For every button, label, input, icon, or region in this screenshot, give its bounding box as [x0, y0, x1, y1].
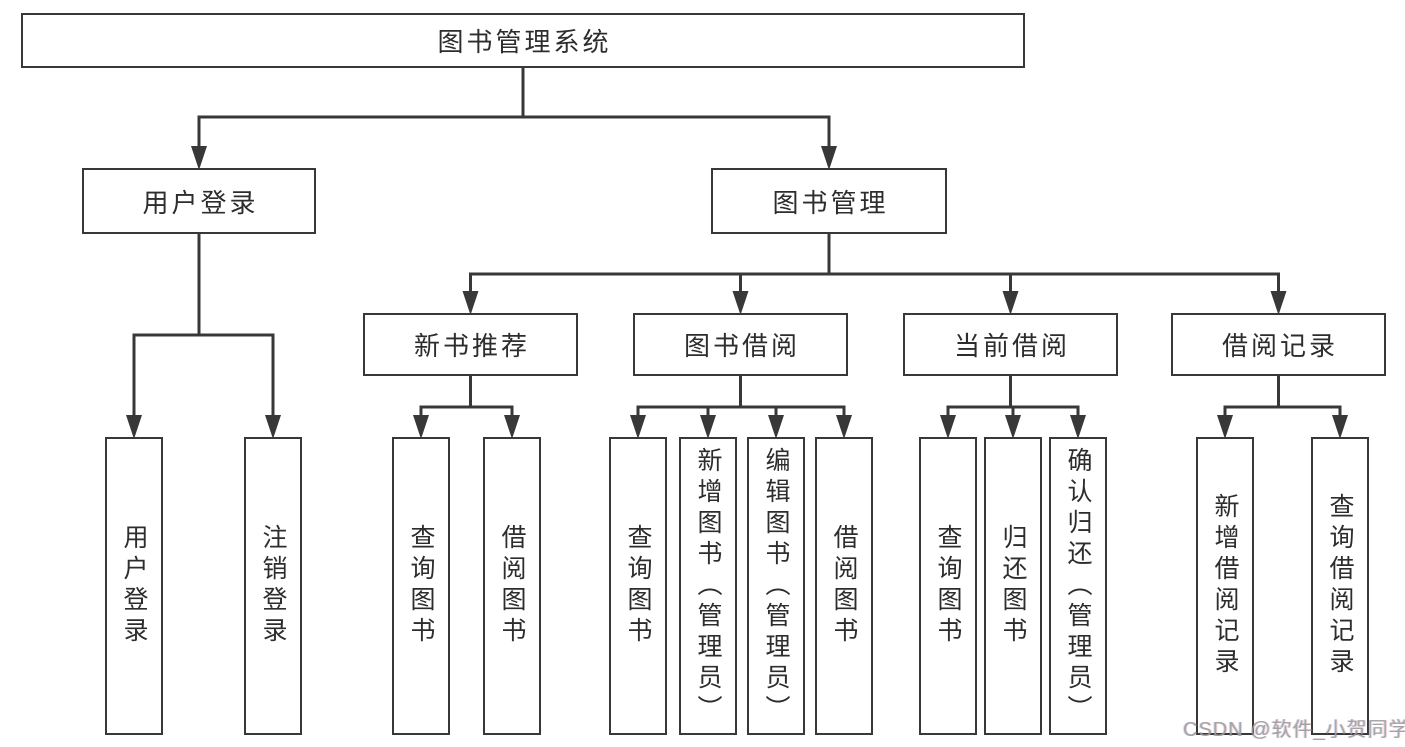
arrow-icon	[821, 146, 837, 170]
connector-root-to-level2	[197, 66, 831, 152]
connector-borrowing-to-leaves	[636, 374, 846, 422]
arrow-icon	[1070, 415, 1086, 439]
node-leaf-current-query-books: 查询图书	[919, 437, 977, 735]
arrow-icon	[413, 415, 429, 439]
connector-bookmgmt-to-level3	[469, 232, 1280, 298]
connector-records-to-leaves	[1223, 374, 1342, 422]
arrow-icon	[126, 415, 142, 439]
node-new-book-recommend: 新书推荐	[363, 313, 578, 376]
node-leaf-borrowing-add-books-admin: 新增图书（管理员）	[679, 437, 737, 735]
node-leaf-logout: 注销登录	[244, 437, 302, 735]
arrow-icon	[1005, 415, 1021, 439]
node-user-login: 用户登录	[82, 168, 316, 234]
node-leaf-recommend-borrow-books: 借阅图书	[483, 437, 541, 735]
node-book-borrowing: 图书借阅	[633, 313, 848, 376]
arrow-icon	[836, 415, 852, 439]
arrow-icon	[265, 415, 281, 439]
arrow-icon	[732, 291, 749, 315]
arrow-icon	[700, 415, 716, 439]
arrow-icon	[630, 415, 646, 439]
node-leaf-recommend-query-books: 查询图书	[392, 437, 450, 735]
node-leaf-records-query-record: 查询借阅记录	[1311, 437, 1369, 735]
arrow-icon	[1217, 415, 1233, 439]
arrow-icon	[1270, 291, 1287, 315]
node-leaf-current-confirm-return-admin: 确认归还（管理员）	[1049, 437, 1107, 735]
node-leaf-user-login: 用户登录	[105, 437, 163, 735]
arrow-icon	[462, 291, 479, 315]
arrow-icon	[940, 415, 956, 439]
node-borrowing-records: 借阅记录	[1171, 313, 1386, 376]
arrow-icon	[1002, 291, 1019, 315]
csdn-watermark: CSDN @软件_小贺同学	[1183, 719, 1405, 741]
node-current-borrowing: 当前借阅	[903, 313, 1118, 376]
node-root-system: 图书管理系统	[21, 13, 1025, 68]
node-leaf-records-add-record: 新增借阅记录	[1196, 437, 1254, 735]
node-leaf-current-return-books: 归还图书	[984, 437, 1042, 735]
node-leaf-borrowing-borrow-books: 借阅图书	[815, 437, 873, 735]
connector-userlogin-to-leaves	[132, 232, 275, 422]
arrow-icon	[768, 415, 784, 439]
node-book-management: 图书管理	[711, 168, 947, 234]
arrowheads	[126, 146, 1348, 439]
connector-current-to-leaves	[946, 374, 1080, 422]
connector-newbook-to-leaves	[419, 374, 514, 422]
node-leaf-borrowing-edit-books-admin: 编辑图书（管理员）	[747, 437, 805, 735]
arrow-icon	[1332, 415, 1348, 439]
node-leaf-borrowing-query-books: 查询图书	[609, 437, 667, 735]
arrow-icon	[191, 146, 207, 170]
arrow-icon	[504, 415, 520, 439]
